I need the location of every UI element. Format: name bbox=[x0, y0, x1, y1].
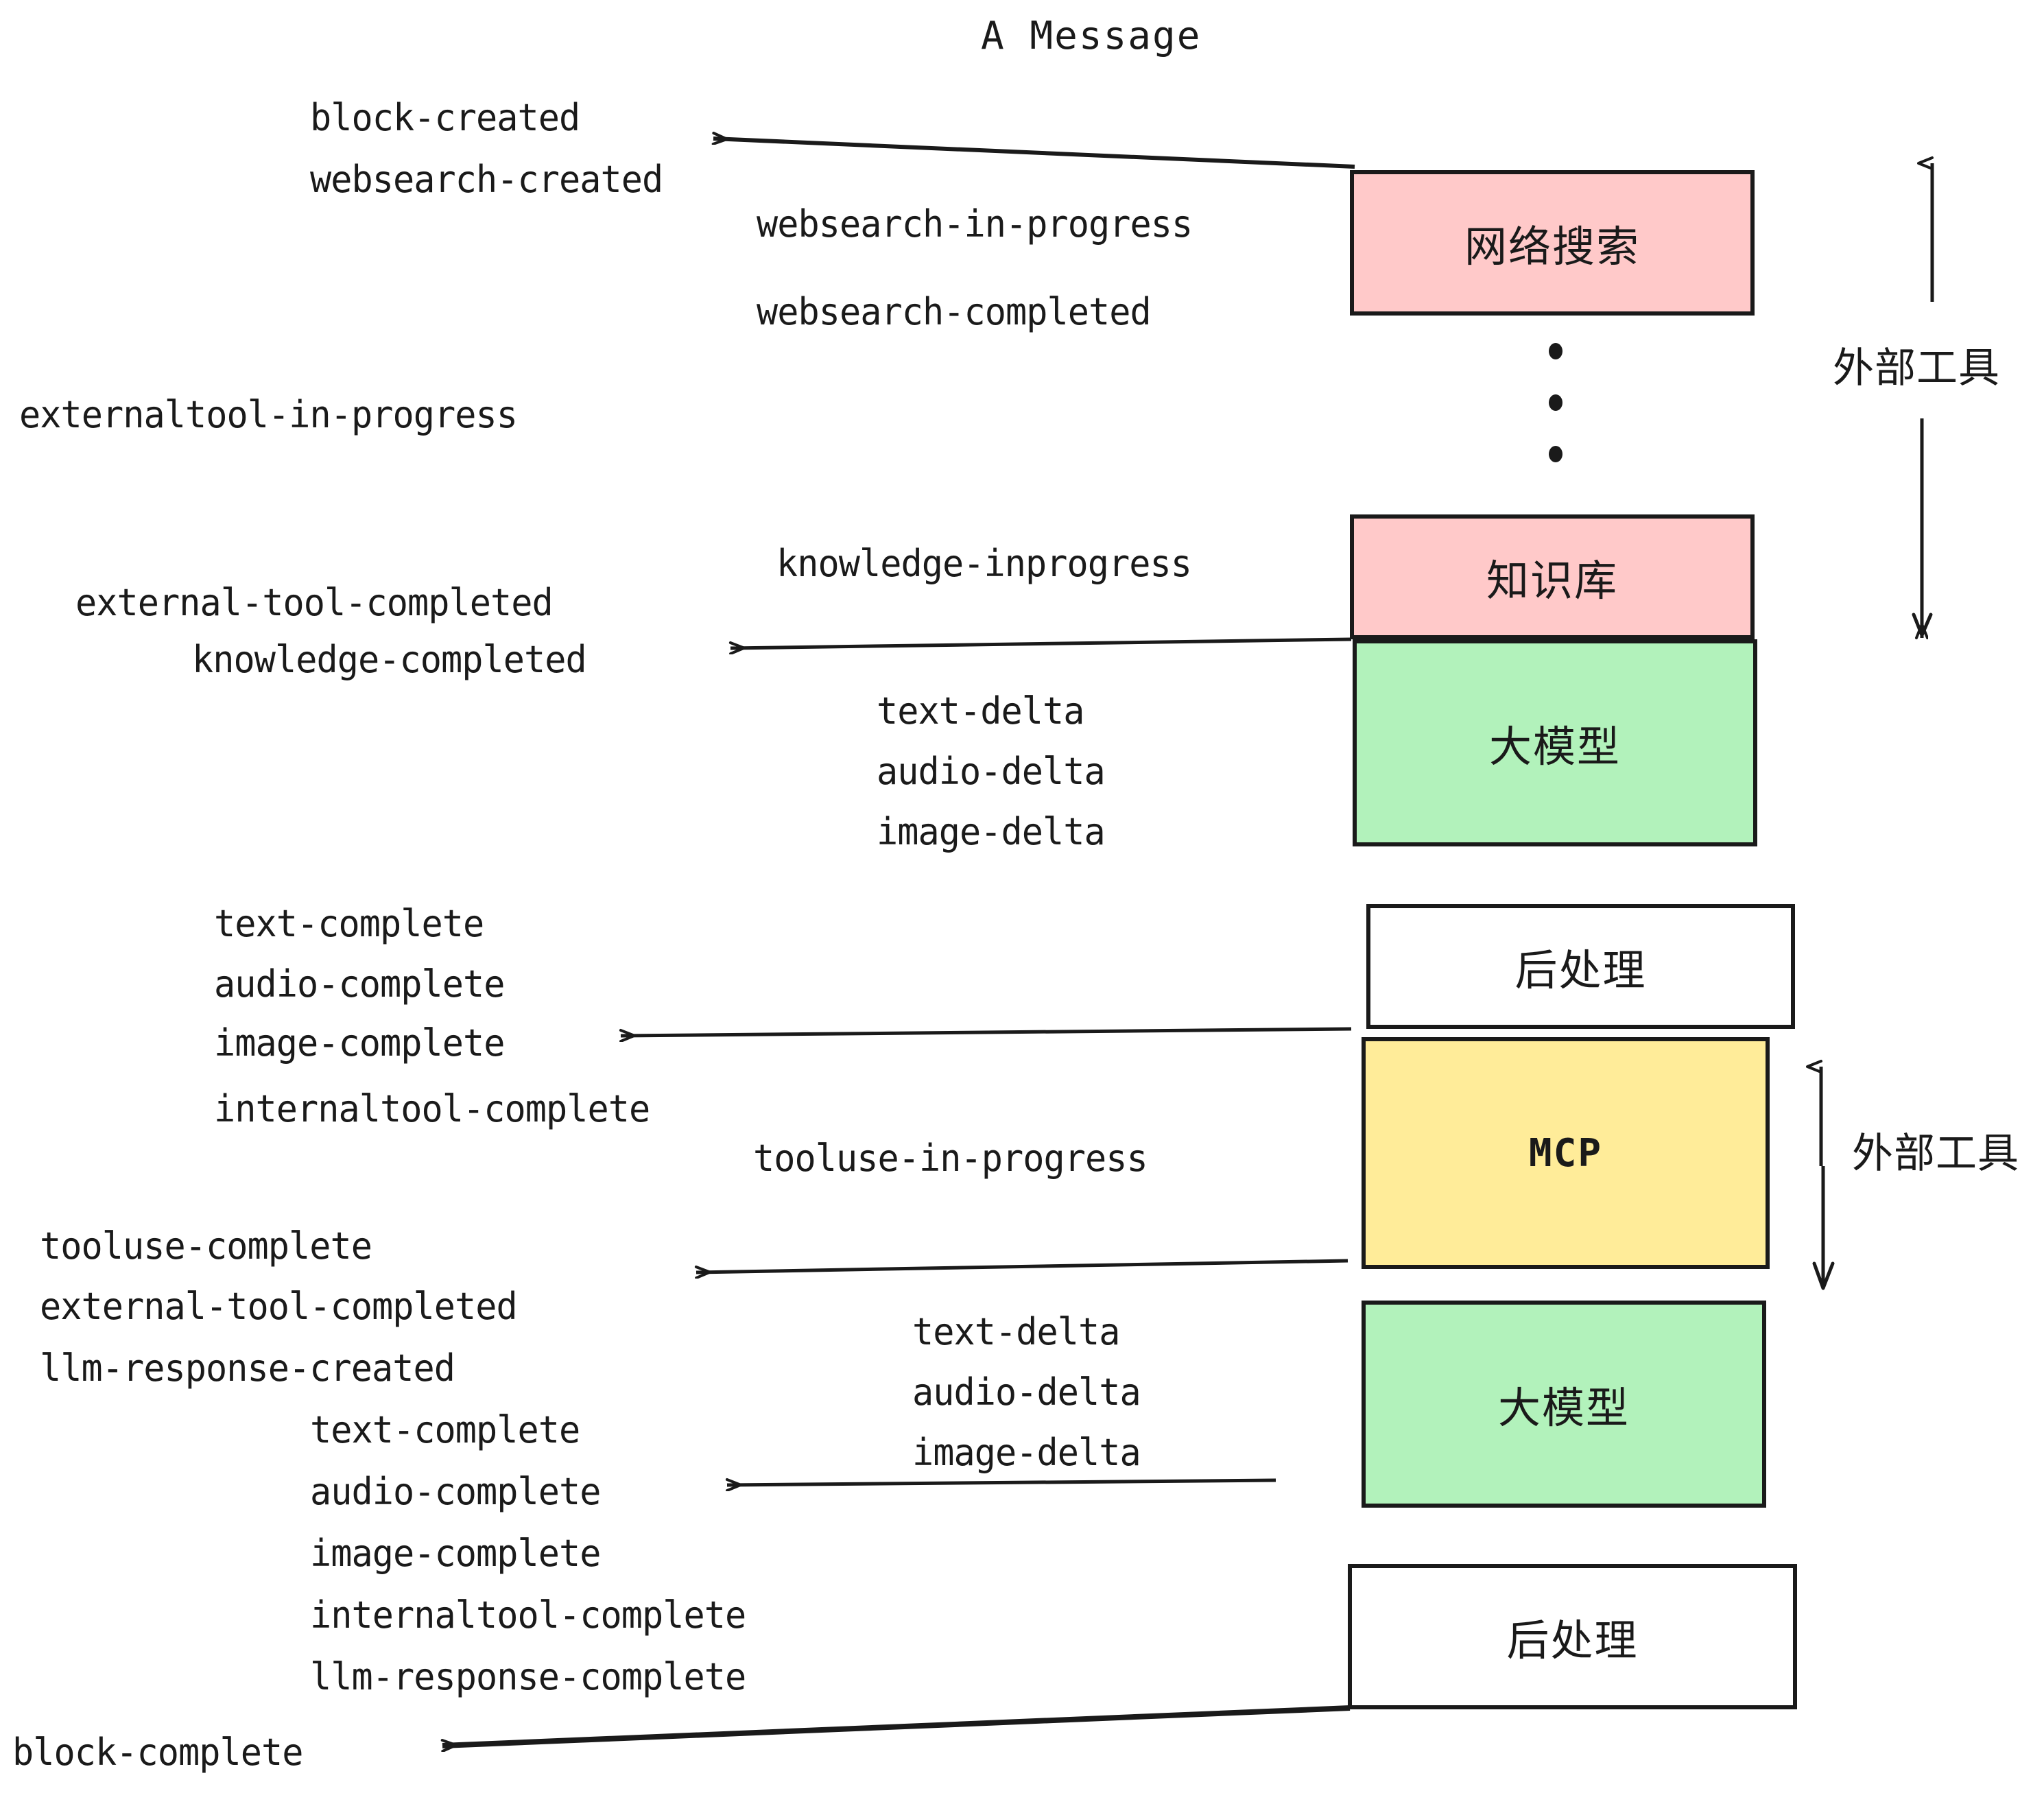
node-postprocess-1-label: 后处理 bbox=[1514, 945, 1647, 995]
external-tools-label-top: 外部工具 bbox=[1833, 344, 2000, 392]
event-text-complete-1: text-complete bbox=[214, 902, 484, 945]
event-external-tool-completed-1: external-tool-completed bbox=[75, 581, 554, 624]
event-audio-complete-2: audio-complete bbox=[310, 1470, 601, 1513]
event-block-complete: block-complete bbox=[12, 1731, 303, 1774]
node-mcp-label: MCP bbox=[1528, 1130, 1603, 1176]
external-tools-arrow-top bbox=[1912, 163, 1934, 638]
event-websearch-created: websearch-created bbox=[310, 158, 663, 201]
arrow-tooluse-complete bbox=[696, 1259, 1348, 1272]
event-text-delta-1: text-delta bbox=[877, 689, 1084, 733]
event-audio-delta-1: audio-delta bbox=[877, 750, 1106, 793]
event-text-delta-2: text-delta bbox=[912, 1310, 1120, 1353]
ellipsis-dot-1 bbox=[1549, 343, 1562, 359]
event-text-complete-2: text-complete bbox=[310, 1408, 580, 1451]
node-llm-2-label: 大模型 bbox=[1497, 1383, 1630, 1433]
node-postprocess-2-label: 后处理 bbox=[1506, 1615, 1639, 1665]
event-tooluse-in-progress: tooluse-in-progress bbox=[753, 1137, 1148, 1180]
event-knowledge-completed: knowledge-completed bbox=[192, 638, 587, 681]
event-externaltool-in-progress: externaltool-in-progress bbox=[19, 393, 518, 436]
external-tools-arrow-bottom bbox=[1814, 1067, 1835, 1290]
event-image-delta-1: image-delta bbox=[877, 810, 1106, 853]
node-knowledge-label: 知识库 bbox=[1486, 556, 1618, 606]
event-internaltool-complete-1: internaltool-complete bbox=[214, 1087, 650, 1130]
arrow-websearch-created bbox=[713, 139, 1355, 169]
ellipsis-dot-3 bbox=[1549, 446, 1562, 462]
diagram-title: A Message bbox=[981, 14, 1202, 58]
event-websearch-completed: websearch-completed bbox=[757, 290, 1152, 333]
node-postprocess-2[interactable]: 后处理 bbox=[1348, 1564, 1797, 1709]
event-image-complete-1: image-complete bbox=[214, 1021, 505, 1065]
arrow-block-complete bbox=[442, 1705, 1351, 1746]
event-internaltool-complete-2: internaltool-complete bbox=[310, 1593, 746, 1637]
event-image-delta-2: image-delta bbox=[912, 1431, 1141, 1474]
node-llm-2[interactable]: 大模型 bbox=[1362, 1301, 1766, 1508]
node-websearch-label: 网络搜索 bbox=[1464, 222, 1640, 272]
ellipsis-dot-2 bbox=[1549, 394, 1562, 411]
arrow-audio-complete bbox=[727, 1480, 1276, 1485]
event-audio-delta-2: audio-delta bbox=[912, 1370, 1141, 1414]
node-websearch[interactable]: 网络搜索 bbox=[1350, 170, 1755, 316]
event-llm-response-created: llm-response-created bbox=[40, 1346, 455, 1390]
arrow-knowledge-completed bbox=[730, 637, 1352, 648]
node-llm-1-label: 大模型 bbox=[1488, 722, 1621, 772]
node-postprocess-1[interactable]: 后处理 bbox=[1366, 904, 1795, 1029]
event-external-tool-completed-2: external-tool-completed bbox=[40, 1285, 518, 1328]
event-tooluse-complete: tooluse-complete bbox=[40, 1224, 372, 1268]
external-tools-label-bottom: 外部工具 bbox=[1852, 1130, 2019, 1178]
event-block-created: block-created bbox=[310, 96, 580, 139]
event-llm-response-complete: llm-response-complete bbox=[310, 1655, 746, 1698]
event-websearch-in-progress: websearch-in-progress bbox=[757, 202, 1193, 246]
event-image-complete-2: image-complete bbox=[310, 1532, 601, 1575]
event-knowledge-inprogress: knowledge-inprogress bbox=[776, 542, 1192, 585]
event-audio-complete-1: audio-complete bbox=[214, 962, 505, 1006]
node-knowledge[interactable]: 知识库 bbox=[1350, 514, 1755, 639]
arrow-image-complete bbox=[621, 1027, 1352, 1036]
node-llm-1[interactable]: 大模型 bbox=[1353, 639, 1757, 846]
node-mcp[interactable]: MCP bbox=[1362, 1037, 1770, 1269]
